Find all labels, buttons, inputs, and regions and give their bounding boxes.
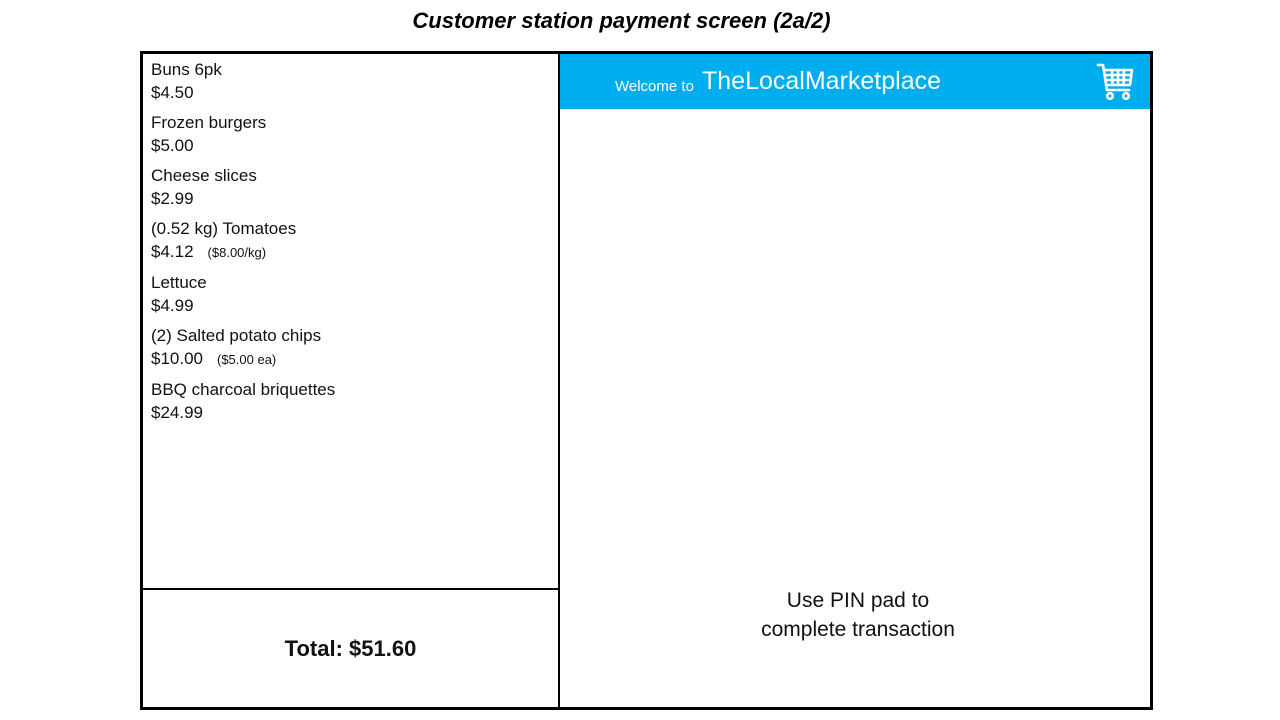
cart-item-unit-price: ($8.00/kg) xyxy=(207,244,267,260)
payment-screen-frame: Buns 6pk $4.50 Frozen burgers $5.00 Chee… xyxy=(140,51,1153,710)
cart-item: Lettuce $4.99 xyxy=(151,272,551,317)
cart-item: (0.52 kg) Tomatoes $4.12 ($8.00/kg) xyxy=(151,218,551,264)
pin-pad-instruction: Use PIN pad to complete transaction xyxy=(560,586,1156,644)
cart-item-name: (2) Salted potato chips xyxy=(151,326,322,345)
payment-pane: Welcome to TheLocalMarketplace Use PIN p… xyxy=(560,54,1150,707)
cart-item: Frozen burgers $5.00 xyxy=(151,112,551,157)
store-name: TheLocalMarketplace xyxy=(702,67,942,95)
welcome-banner: Welcome to TheLocalMarketplace xyxy=(560,54,1150,109)
cart-item-price: $10.00 xyxy=(151,348,203,368)
cart-item-price: $4.99 xyxy=(151,295,194,315)
cart-item: BBQ charcoal briquettes $24.99 xyxy=(151,379,551,424)
cart-item-name: BBQ charcoal briquettes xyxy=(151,380,336,399)
total-box: Total: $51.60 xyxy=(143,588,558,707)
cart-items-pane: Buns 6pk $4.50 Frozen burgers $5.00 Chee… xyxy=(143,54,560,707)
order-total: Total: $51.60 xyxy=(284,636,417,661)
pin-pad-instruction-line2: complete transaction xyxy=(761,618,955,641)
cart-item-price-line: $10.00 ($5.00 ea) xyxy=(151,348,551,372)
cart-item-name: Cheese slices xyxy=(151,166,257,185)
cart-item-name: Buns 6pk xyxy=(151,60,222,79)
page-title: Customer station payment screen (2a/2) xyxy=(412,8,831,33)
cart-item-price: $4.50 xyxy=(151,82,194,102)
cart-item: Buns 6pk $4.50 xyxy=(151,59,551,104)
cart-item-price: $5.00 xyxy=(151,135,194,155)
cart-item: (2) Salted potato chips $10.00 ($5.00 ea) xyxy=(151,325,551,371)
cart-item-name: Lettuce xyxy=(151,273,207,292)
cart-item: Cheese slices $2.99 xyxy=(151,165,551,210)
cart-item-price: $2.99 xyxy=(151,188,194,208)
cart-item-name: Frozen burgers xyxy=(151,113,267,132)
cart-item-price: $4.12 xyxy=(151,241,194,261)
pin-pad-instruction-line1: Use PIN pad to xyxy=(786,589,930,612)
cart-item-unit-price: ($5.00 ea) xyxy=(217,351,277,367)
cart-item-name: (0.52 kg) Tomatoes xyxy=(151,219,297,238)
cart-item-list: Buns 6pk $4.50 Frozen burgers $5.00 Chee… xyxy=(151,59,551,432)
welcome-text: Welcome to xyxy=(615,78,694,95)
cart-item-price-line: $4.12 ($8.00/kg) xyxy=(151,241,551,265)
cart-item-price: $24.99 xyxy=(151,402,203,422)
shopping-cart-icon xyxy=(1096,63,1134,101)
